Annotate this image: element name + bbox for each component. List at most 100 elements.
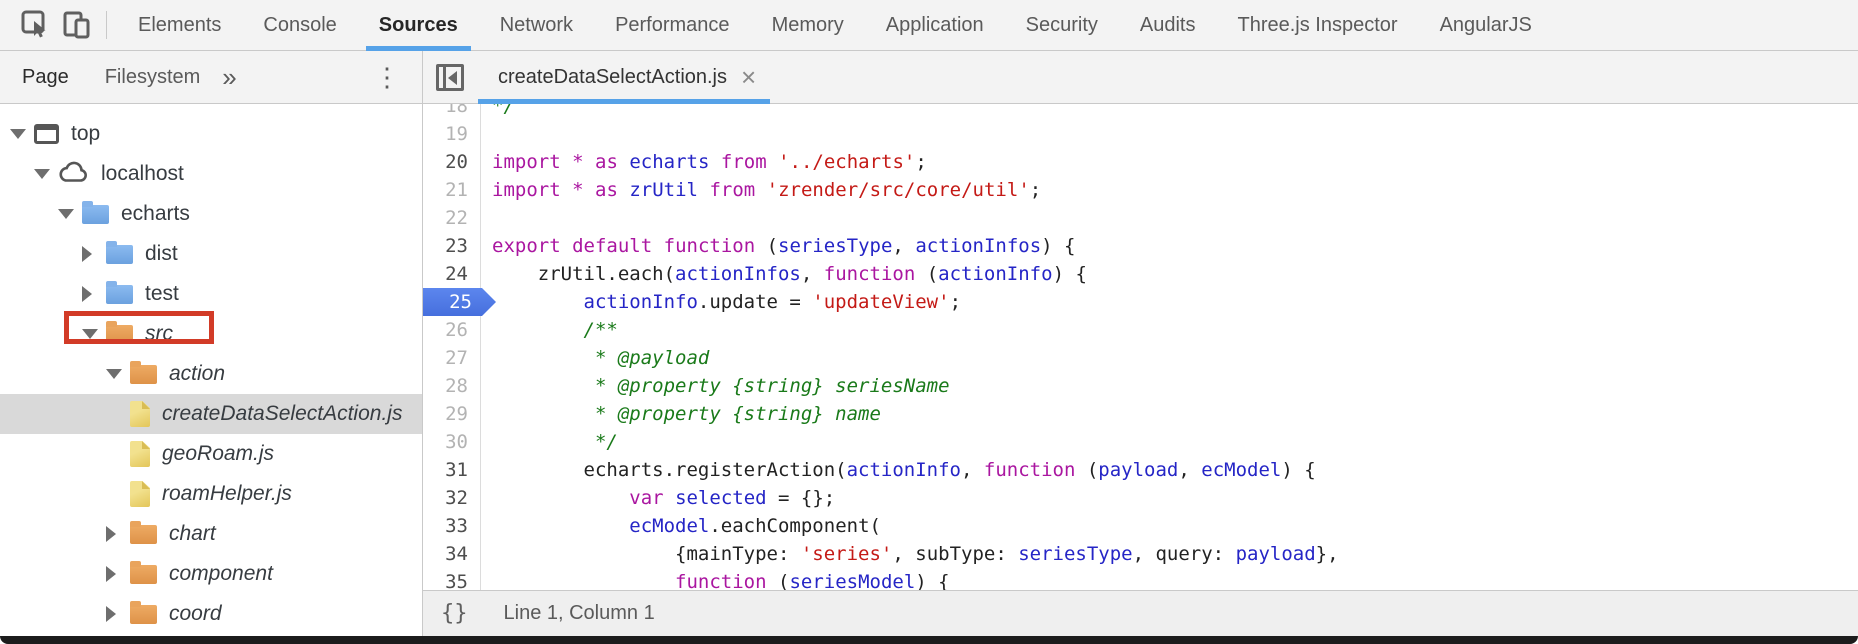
file-tab-createdataselectaction[interactable]: createDataSelectAction.js ×: [478, 51, 771, 104]
tab-audits[interactable]: Audits: [1139, 13, 1196, 36]
line-number-gutter[interactable]: 18 19 20 21 22 23 24 25 26 27 28 29 30 31 32 33 34 35: [423, 104, 496, 590]
tree-item-roamhelper[interactable]: roamHelper.js: [0, 474, 422, 514]
pretty-print-icon[interactable]: {}: [441, 601, 468, 626]
code-line[interactable]: [492, 120, 1858, 148]
breakpoint-marker[interactable]: 25: [423, 288, 496, 316]
chevron-down-icon[interactable]: [34, 169, 58, 179]
tree-item-dist[interactable]: dist: [0, 234, 422, 274]
tab-security[interactable]: Security: [1025, 13, 1098, 36]
gutter-line-number[interactable]: 29: [445, 403, 468, 425]
gutter-line-number[interactable]: 24: [445, 263, 468, 285]
inspect-icon[interactable]: [16, 7, 56, 43]
code-line[interactable]: zrUtil.each(actionInfos, function (actio…: [492, 263, 1087, 285]
gutter-line-number[interactable]: 18: [445, 104, 468, 117]
chevron-down-icon[interactable]: [58, 209, 82, 219]
inspect-icon: [21, 10, 45, 37]
code-line[interactable]: function (seriesModel) {: [675, 571, 950, 590]
folder-orange-icon: [130, 560, 157, 584]
file-tree: top localhost echarts dist: [0, 104, 422, 636]
tree-item-coord[interactable]: coord: [0, 594, 422, 634]
file-icon: [130, 481, 150, 507]
tree-item-action[interactable]: action: [0, 354, 422, 394]
chevron-right-icon[interactable]: [106, 566, 130, 582]
tab-threejs-inspector[interactable]: Three.js Inspector: [1237, 13, 1398, 36]
chevron-right-icon[interactable]: [82, 286, 106, 302]
folder-blue-icon: [106, 280, 133, 304]
code-line[interactable]: ecModel.eachComponent(: [629, 515, 881, 537]
gutter-line-number[interactable]: 33: [445, 515, 468, 537]
tree-item-echarts[interactable]: echarts: [0, 194, 422, 234]
code-line[interactable]: * @property {string} name: [492, 403, 881, 425]
code-lines[interactable]: */ import * as echarts from '../echarts';…: [481, 104, 1858, 590]
gutter-line-number[interactable]: 22: [445, 207, 468, 229]
gutter-line-number[interactable]: 19: [445, 123, 468, 145]
tab-memory[interactable]: Memory: [771, 13, 844, 36]
hide-navigator-icon[interactable]: [436, 63, 464, 91]
chevron-right-icon[interactable]: [82, 246, 106, 262]
gutter-line-number[interactable]: 23: [445, 235, 468, 257]
code-line[interactable]: import * as zrUtil from 'zrender/src/cor…: [492, 179, 1042, 201]
tab-console[interactable]: Console: [263, 13, 337, 36]
file-icon: [130, 441, 150, 467]
code-line[interactable]: {mainType: 'series', subType: seriesType…: [492, 543, 1339, 565]
folder-orange-icon: [130, 520, 157, 544]
code-line[interactable]: * @property {string} seriesName: [492, 375, 950, 397]
tree-item-test[interactable]: test: [0, 274, 422, 314]
chevron-down-icon[interactable]: [10, 129, 34, 139]
tab-performance[interactable]: Performance: [615, 13, 730, 36]
code-line[interactable]: actionInfo.update = 'updateView';: [583, 291, 962, 313]
editor-tabbar: createDataSelectAction.js ×: [423, 51, 1858, 104]
gutter-line-number[interactable]: 21: [445, 179, 468, 201]
code-editor[interactable]: 18 19 20 21 22 23 24 25 26 27 28 29 30 31 32 33 34 35 */ i…: [423, 104, 1858, 590]
tab-filesystem[interactable]: Filesystem: [104, 65, 201, 88]
cloud-icon: [58, 161, 89, 188]
code-line[interactable]: [492, 204, 1858, 232]
cursor-position-label: Line 1, Column 1: [503, 602, 655, 624]
tab-angularjs[interactable]: AngularJS: [1439, 13, 1532, 36]
gutter-line-number[interactable]: 20: [445, 151, 468, 173]
gutter-line-number[interactable]: 27: [445, 347, 468, 369]
tree-item-src[interactable]: src: [0, 314, 422, 354]
close-icon[interactable]: ×: [741, 62, 757, 92]
tab-application[interactable]: Application: [885, 13, 984, 36]
toolbar-divider: [106, 11, 107, 39]
folder-orange-icon: [130, 600, 157, 624]
gutter-line-number[interactable]: 30: [445, 431, 468, 453]
tab-sources[interactable]: Sources: [358, 0, 479, 51]
folder-blue-icon: [106, 240, 133, 264]
chevron-down-icon[interactable]: [82, 329, 106, 339]
code-line[interactable]: import * as echarts from '../echarts';: [492, 151, 927, 173]
overflow-menu-icon[interactable]: ⋮: [374, 62, 400, 92]
gutter-line-number[interactable]: 26: [445, 319, 468, 341]
gutter-line-number[interactable]: 28: [445, 375, 468, 397]
tab-page[interactable]: Page: [22, 65, 69, 88]
chevron-right-icon[interactable]: [106, 606, 130, 622]
tree-item-localhost[interactable]: localhost: [0, 154, 422, 194]
gutter-line-number[interactable]: 32: [445, 487, 468, 509]
gutter-line-number[interactable]: 31: [445, 459, 468, 481]
code-line[interactable]: */: [492, 104, 515, 117]
code-line[interactable]: * @payload: [492, 347, 710, 369]
gutter-line-number[interactable]: 35: [445, 571, 468, 590]
tree-item-component[interactable]: component: [0, 554, 422, 594]
code-line[interactable]: */: [492, 431, 618, 453]
window-bottom-edge: [0, 636, 1858, 644]
code-line[interactable]: export default function (seriesType, act…: [492, 235, 1076, 257]
chevron-down-icon[interactable]: [106, 369, 130, 379]
code-line[interactable]: /**: [492, 319, 618, 341]
tree-item-chart[interactable]: chart: [0, 514, 422, 554]
chevron-right-icon[interactable]: [106, 526, 130, 542]
code-line[interactable]: var selected = {};: [629, 487, 836, 509]
frame-icon: [34, 124, 59, 144]
tab-elements[interactable]: Elements: [138, 13, 222, 36]
tree-item-createdataselectaction[interactable]: createDataSelectAction.js: [0, 394, 422, 434]
tab-network[interactable]: Network: [499, 13, 574, 36]
gutter-line-number[interactable]: 34: [445, 543, 468, 565]
device-toolbar-icon[interactable]: [56, 7, 96, 43]
tree-item-top[interactable]: top: [0, 114, 422, 154]
more-tabs-icon[interactable]: »: [222, 61, 237, 92]
code-line[interactable]: echarts.registerAction(actionInfo, funct…: [492, 459, 1316, 481]
tree-item-georoam[interactable]: geoRoam.js: [0, 434, 422, 474]
folder-blue-icon: [82, 200, 109, 224]
